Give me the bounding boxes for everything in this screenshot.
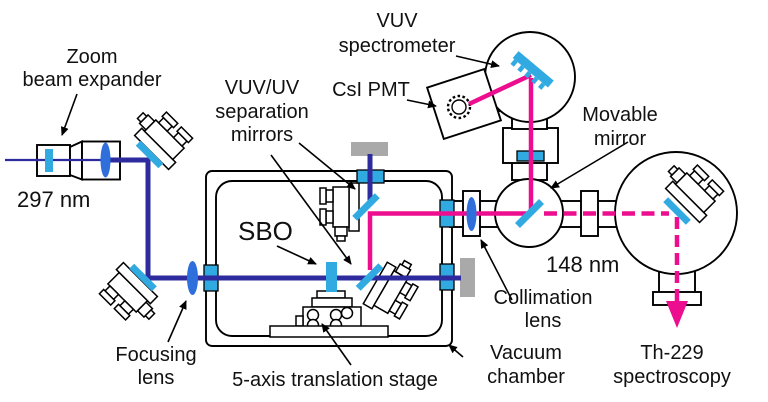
- label-separation-mirrors-line1: VUV/UV: [225, 77, 300, 99]
- diffraction-grating: [510, 51, 554, 90]
- label-separation-mirrors-line2: separation: [215, 101, 308, 123]
- separation-mirror-upper: [352, 193, 380, 221]
- label-translation-stage: 5-axis translation stage: [232, 369, 438, 391]
- label-separation-mirrors-line3: mirrors: [231, 124, 293, 146]
- label-vacuum-chamber-line1: Vacuum: [490, 342, 562, 364]
- mirror-mount-bottom-left: [95, 261, 166, 332]
- right-chamber-mirror: [663, 197, 691, 225]
- label-vuv-spectrometer-line2: spectrometer: [339, 35, 456, 57]
- label-vuv-spectrometer-line1: VUV: [376, 10, 418, 32]
- pmt-detector-window: [451, 99, 467, 115]
- pointer-collimation-lens: [480, 239, 513, 301]
- label-movable-mirror-line1: Movable: [582, 104, 658, 126]
- label-focusing-lens-line2: lens: [138, 367, 175, 389]
- label-zoom-beam-expander-line2: beam expander: [23, 69, 162, 91]
- label-collimation-lens-line2: lens: [525, 310, 562, 332]
- label-focusing-lens-line1: Focusing: [115, 344, 196, 366]
- focusing-lens: [187, 261, 198, 295]
- label-collimation-lens-line1: Collimation: [494, 287, 593, 309]
- label-csi-pmt: CsI PMT: [332, 79, 410, 101]
- pointer-separation-mirror-upper: [298, 142, 356, 190]
- pointer-movable-mirror: [550, 141, 629, 189]
- expander-output-lens: [100, 142, 111, 178]
- label-th229-line2: spectroscopy: [613, 366, 731, 388]
- beam-dump-top: [351, 142, 388, 156]
- label-zoom-beam-expander-line1: Zoom: [66, 46, 117, 68]
- pointer-csi-pmt: [406, 99, 437, 109]
- pointer-zoom-beam-expander: [60, 93, 78, 136]
- pointer-sbo: [276, 245, 317, 265]
- beam-dump-right: [460, 258, 475, 297]
- pointer-separation-mirror-lower: [270, 154, 352, 265]
- label-th229-line1: Th-229: [640, 342, 703, 364]
- pointer-vacuum-chamber: [448, 344, 464, 358]
- pointer-translation-stage: [321, 323, 352, 366]
- label-148nm: 148 nm: [546, 252, 619, 277]
- expander-input-lens: [45, 149, 53, 172]
- pointer-vuv-spectrometer: [455, 55, 500, 69]
- label-sbo: SBO: [238, 216, 293, 246]
- sbo-crystal: [326, 262, 337, 292]
- vuv-beam-output-arrow: [666, 301, 688, 328]
- vuv-beam-to-pmt: [468, 72, 532, 107]
- steering-mirror-top-left: [135, 140, 164, 169]
- uv-beam-main: [106, 157, 461, 281]
- movable-mirror: [515, 199, 544, 228]
- label-297nm: 297 nm: [17, 187, 90, 212]
- label-vacuum-chamber-line2: chamber: [487, 366, 565, 388]
- steering-mirror-bottom-left: [129, 263, 157, 292]
- separation-mirror-lower: [355, 263, 384, 291]
- label-movable-mirror-line2: mirror: [594, 128, 647, 150]
- pointer-focusing-lens: [167, 300, 187, 343]
- collimation-lens: [466, 197, 477, 231]
